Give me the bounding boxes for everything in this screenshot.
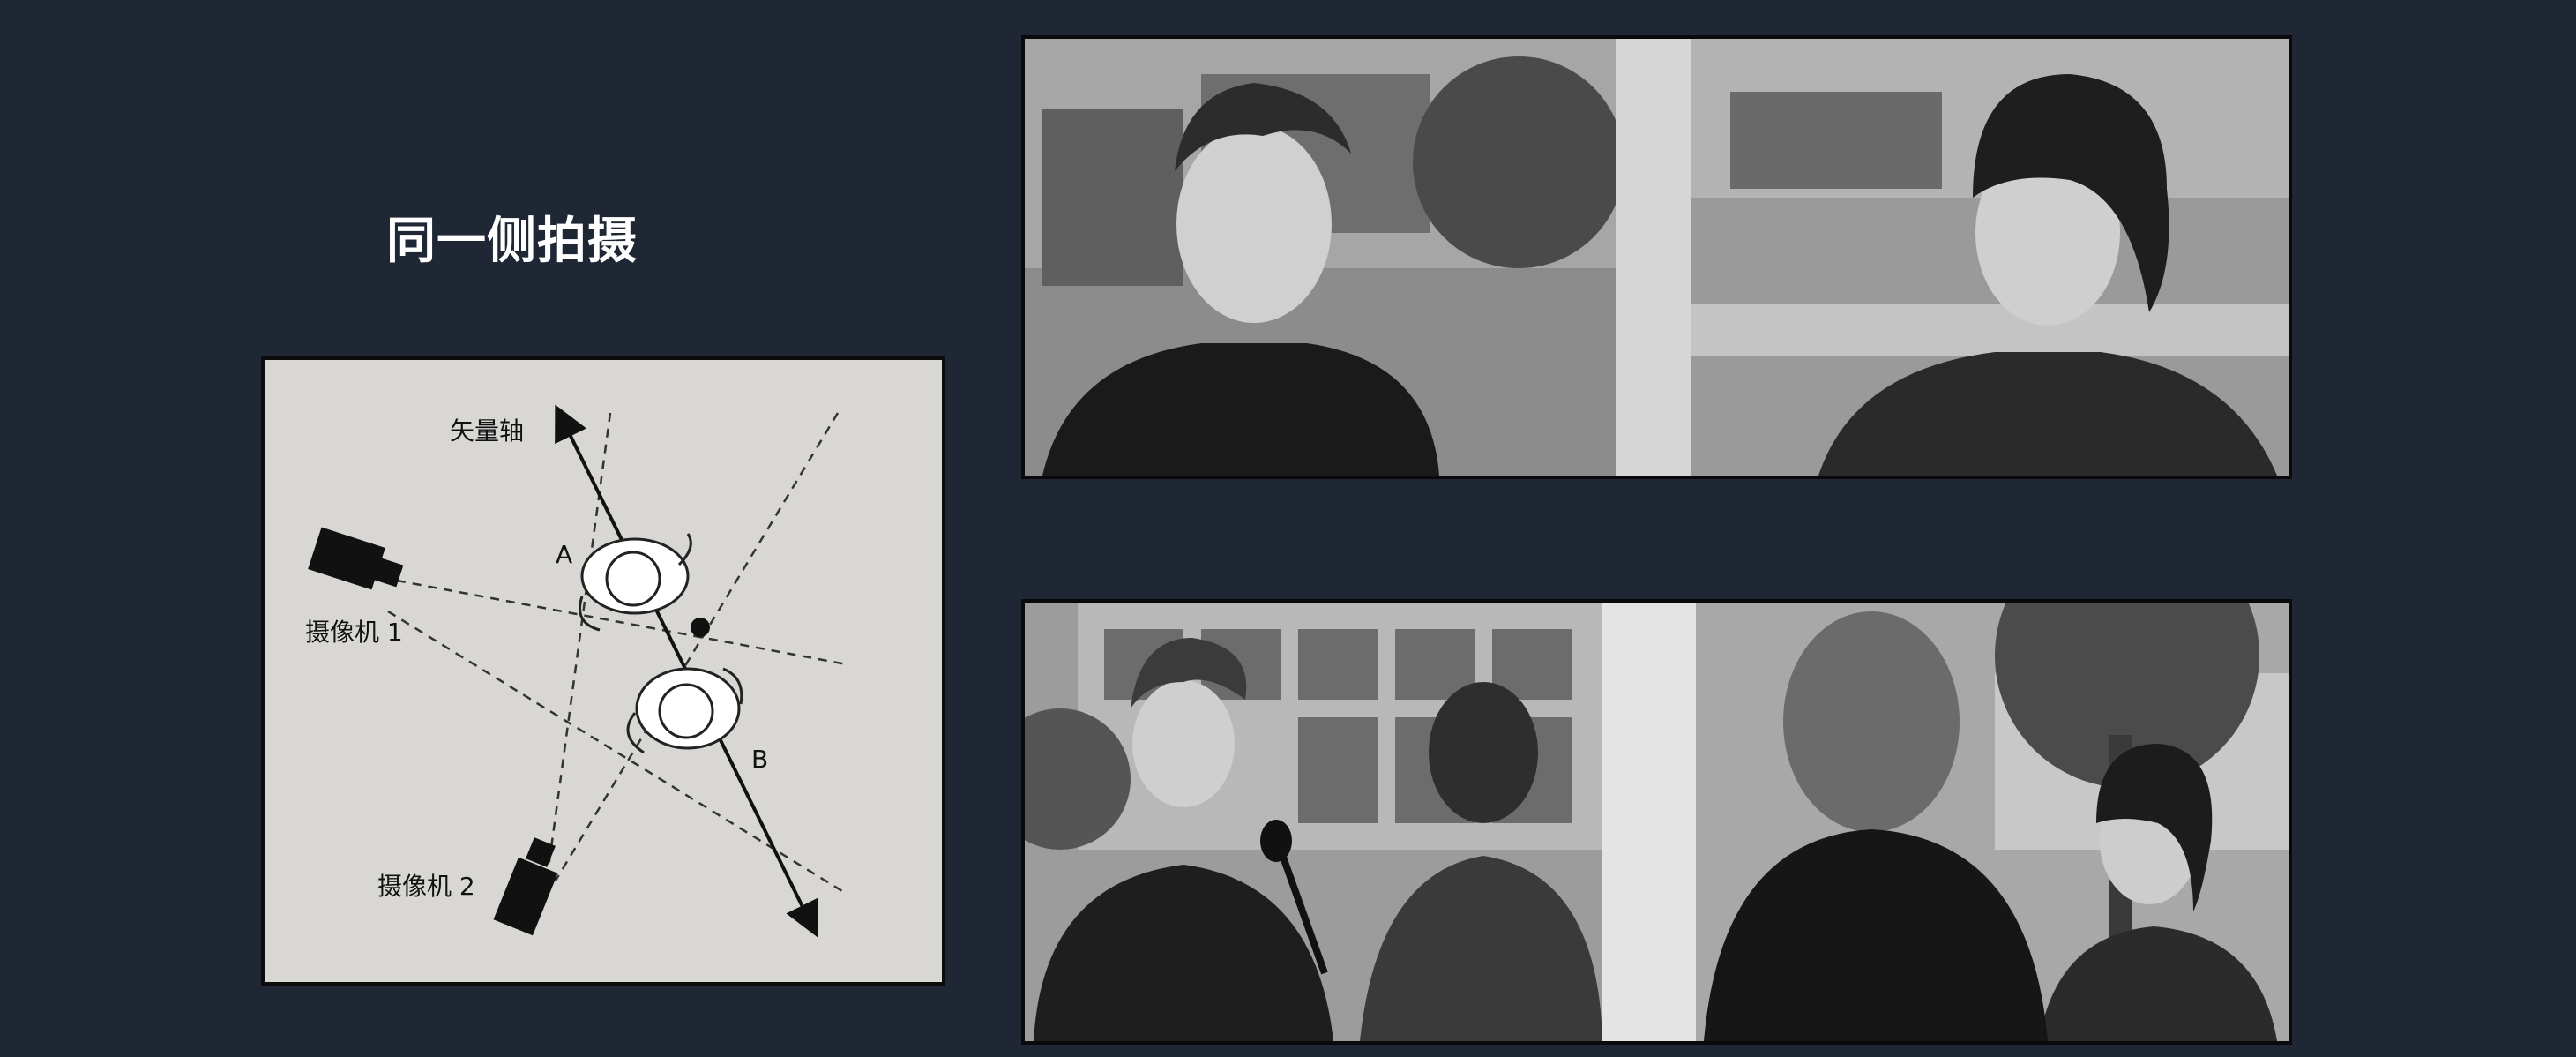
over-shoulder-photo-pair	[1021, 599, 2292, 1045]
over-shoulder-photo-canvas	[1025, 603, 2289, 1041]
camera-1-label: 摄像机 1	[305, 618, 403, 647]
sight-lines	[387, 412, 847, 896]
point-a-label: A	[556, 540, 572, 569]
subject-point	[691, 618, 710, 637]
vector-axis-label: 矢量轴	[450, 416, 524, 446]
camera-2-label: 摄像机 2	[377, 872, 475, 901]
camera-placement-diagram: 矢量轴 A B 摄像机 1 摄像机 2	[261, 356, 945, 986]
diagram-canvas: 矢量轴 A B 摄像机 1 摄像机 2	[305, 404, 847, 938]
person-b-figure	[626, 667, 743, 754]
point-b-label: B	[751, 745, 768, 774]
person-a-figure	[579, 533, 692, 632]
camera-2-icon	[493, 837, 558, 936]
camera-1-icon	[308, 527, 404, 590]
closeup-photo-canvas	[1025, 39, 2289, 476]
slide-title: 同一侧拍摄	[386, 213, 638, 270]
closeup-photo-pair	[1021, 35, 2292, 479]
